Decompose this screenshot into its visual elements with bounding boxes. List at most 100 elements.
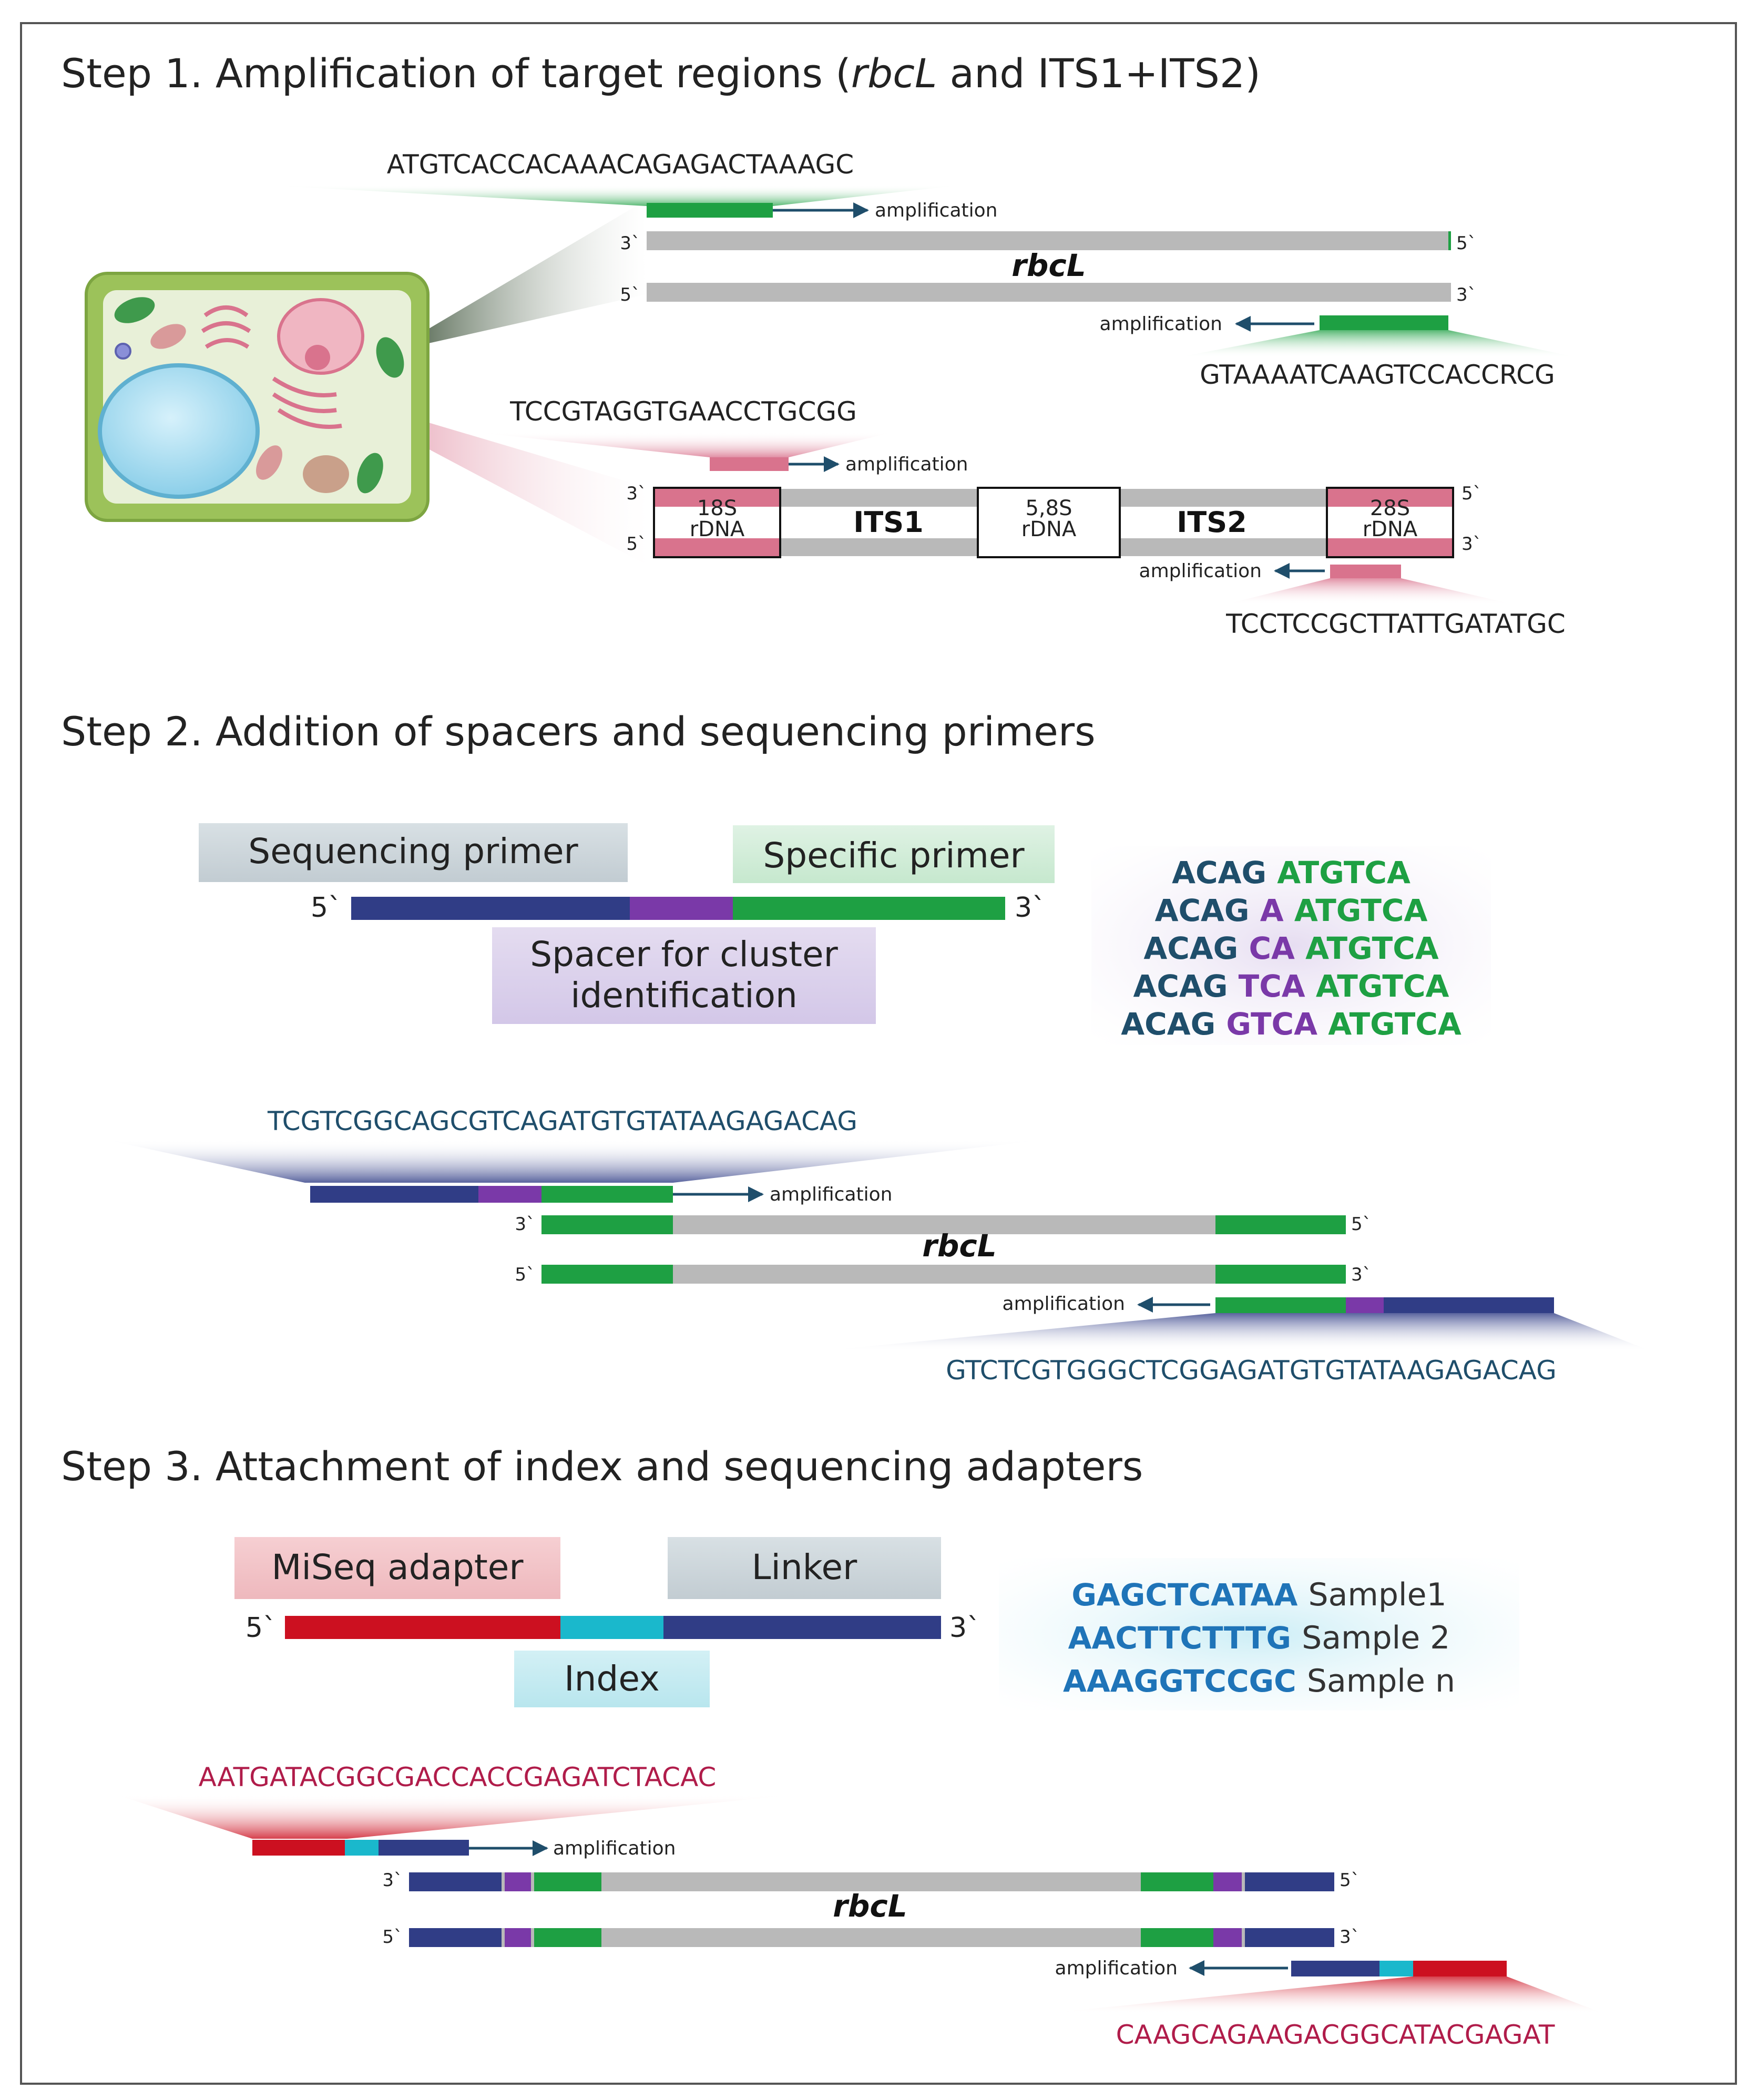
rdna-18s-label: 18S — [697, 496, 737, 520]
step3-heading: Step 3. Attachment of index and sequenci… — [61, 1443, 1143, 1490]
spacer-example-row: ACAG TCA ATGTCA — [1133, 968, 1449, 1004]
step2-forward-specific-bar — [541, 1186, 673, 1203]
step3-forward-amplification-label: amplification — [553, 1838, 676, 1859]
spacer-example-row: ACAG GTCA ATGTCA — [1121, 1006, 1461, 1042]
its-region: 3` 5` 5` 3` 18S rDNA ITS1 5,8S rDNA ITS2… — [626, 483, 1482, 558]
rbcl-forward-primer-bar — [647, 203, 773, 218]
chloroplast — [114, 297, 155, 323]
step3-top-strand-5prime: 5` — [1340, 1870, 1360, 1891]
step2-bottom-strand-3prime: 3` — [1351, 1264, 1372, 1285]
rbcl-top-strand — [647, 231, 1451, 250]
linker-label-box — [668, 1537, 941, 1599]
step3-reverse-fan — [1046, 1976, 1603, 2013]
vacuole — [98, 363, 260, 499]
its-top-strand-3prime: 3` — [626, 483, 647, 504]
index-example-sample: Sample n — [1307, 1663, 1455, 1699]
index-example-row: AACTTCTTTG Sample 2 — [1068, 1620, 1450, 1656]
spacer-segment — [630, 897, 733, 920]
sequencing-primer-label: Sequencing primer — [248, 831, 578, 872]
adapter-3prime: 3` — [949, 1612, 980, 1644]
spacer-example-specific: ATGTCA — [1277, 855, 1411, 890]
step3-reverse-amplification-label: amplification — [1055, 1958, 1178, 1979]
step2-reverse-specific-bar — [1215, 1297, 1346, 1313]
its-reverse-primer-fan — [1225, 578, 1514, 605]
spacer-example-specific: ATGTCA — [1328, 1006, 1461, 1042]
step2-reverse-fan — [820, 1313, 1651, 1351]
spacer-example-base: ACAG — [1172, 855, 1277, 890]
spacer-example-row: ACAG A ATGTCA — [1155, 893, 1428, 928]
its2-label: ITS2 — [1177, 506, 1246, 539]
step3-rbcl-gene-label: rbcL — [833, 1888, 907, 1924]
step2-rbcl-bottom-strand — [541, 1265, 1346, 1284]
index-example-sample: Sample 2 — [1302, 1620, 1450, 1656]
step3-forward-fan — [116, 1795, 799, 1839]
step3-reverse-index-bar — [1379, 1961, 1413, 1976]
rbcl-top-strand-5prime: 5` — [1456, 233, 1477, 254]
step2-top-strand-5prime: 5` — [1351, 1214, 1372, 1235]
spacer-label-line1: Spacer for cluster — [530, 934, 838, 975]
rdna-28s-label: 28S — [1370, 496, 1410, 520]
specific-primer-segment — [733, 897, 1005, 920]
rdna-58s-label: 5,8S — [1025, 496, 1072, 520]
its-bottom-strand-5prime: 5` — [626, 534, 647, 555]
step1-heading: Step 1. Amplification of target regions … — [61, 50, 1261, 97]
its-forward-amplification-label: amplification — [845, 454, 968, 475]
index-example-row: GAGCTCATAA Sample1 — [1071, 1576, 1446, 1613]
spacer-example-base: ACAG — [1143, 930, 1249, 966]
index-example-sample: Sample1 — [1309, 1576, 1447, 1613]
step2-reverse-amplification-label: amplification — [1003, 1293, 1125, 1315]
index-example-sequence: AACTTCTTTG — [1068, 1620, 1302, 1656]
rdna-18s-sublabel: rDNA — [690, 517, 745, 541]
its-reverse-primer-sequence: TCCTCCGCTTATTGATATGC — [1225, 609, 1566, 639]
step2-forward-sequence: TCGTCGGCAGCGTCAGATGTGTATAAGAGACAG — [267, 1106, 857, 1136]
spacer-example-base: ACAG — [1121, 1006, 1226, 1042]
rbcl-forward-primer-fan — [263, 185, 962, 206]
step3-bottom-strand-5prime: 5` — [382, 1927, 403, 1948]
spacer-example-spacer: TCA — [1239, 968, 1316, 1004]
miseq-adapter-segment — [285, 1616, 560, 1639]
step3-reverse-adapter-bar — [1413, 1961, 1507, 1976]
step3-reverse-sequence: CAAGCAGAAGACGGCATACGAGAT — [1116, 2020, 1555, 2050]
step2-rbcl-top-strand — [541, 1215, 1346, 1234]
spacer-label-line2: identification — [570, 975, 798, 1016]
step3-forward-sequence: AATGATACGGCGACCACCGAGATCTACAC — [199, 1762, 717, 1792]
spacer-examples-panel — [1091, 846, 1491, 1045]
spacer-example-spacer: GTCA — [1226, 1006, 1328, 1042]
rbcl-forward-amplification-label: amplification — [875, 200, 997, 221]
step2-forward-seq-primer-bar — [310, 1186, 478, 1203]
primer-5prime: 5` — [311, 892, 342, 924]
rbcl-projection-cone — [389, 200, 647, 352]
its-bottom-strand-3prime: 3` — [1461, 534, 1482, 555]
spacer-example-row: ACAG ATGTCA — [1172, 855, 1411, 890]
step3-forward-index-bar — [345, 1840, 379, 1856]
index-examples-panel — [999, 1558, 1519, 1710]
step3-bottom-strand-3prime: 3` — [1340, 1927, 1360, 1948]
plant-cell-illustration — [85, 272, 430, 522]
index-label: Index — [564, 1658, 660, 1699]
rbcl-forward-primer-sequence: ATGTCACCACAAACAGAGACTAAAGC — [387, 149, 854, 180]
linker-label: Linker — [752, 1547, 857, 1587]
specific-primer-label-box — [733, 825, 1055, 883]
index-segment — [560, 1616, 663, 1639]
rdna-28s-sublabel: rDNA — [1363, 517, 1418, 541]
specific-primer-label: Specific primer — [763, 835, 1025, 876]
figure-frame — [20, 22, 1737, 2085]
spacer-example-base: ACAG — [1133, 968, 1239, 1004]
rbcl-reverse-amplification-label: amplification — [1100, 313, 1222, 335]
rbcl-reverse-primer-sequence: GTAAAATCAAGTCCACCRCG — [1200, 360, 1555, 390]
its1-label: ITS1 — [853, 506, 923, 539]
its-top-strand-5prime: 5` — [1461, 483, 1482, 504]
spacer-example-specific: ATGTCA — [1305, 930, 1439, 966]
rbcl-reverse-primer-fan — [1178, 330, 1577, 357]
spacer-example-specific: ATGTCA — [1294, 893, 1428, 928]
rdna-28s-box — [1326, 487, 1454, 558]
spacer-example-base: ACAG — [1155, 893, 1260, 928]
step2-rbcl-gene-label: rbcL — [922, 1228, 996, 1264]
sequencing-primer-label-box — [199, 823, 628, 882]
miseq-adapter-label: MiSeq adapter — [272, 1547, 524, 1587]
linker-segment — [663, 1616, 941, 1639]
spacer-example-row: ACAG CA ATGTCA — [1143, 930, 1438, 966]
index-example-sequence: AAAGGTCCGC — [1063, 1663, 1307, 1699]
step2-reverse-sequence: GTCTCGTGGGCTCGGAGATGTGTATAAGAGACAG — [946, 1355, 1557, 1386]
